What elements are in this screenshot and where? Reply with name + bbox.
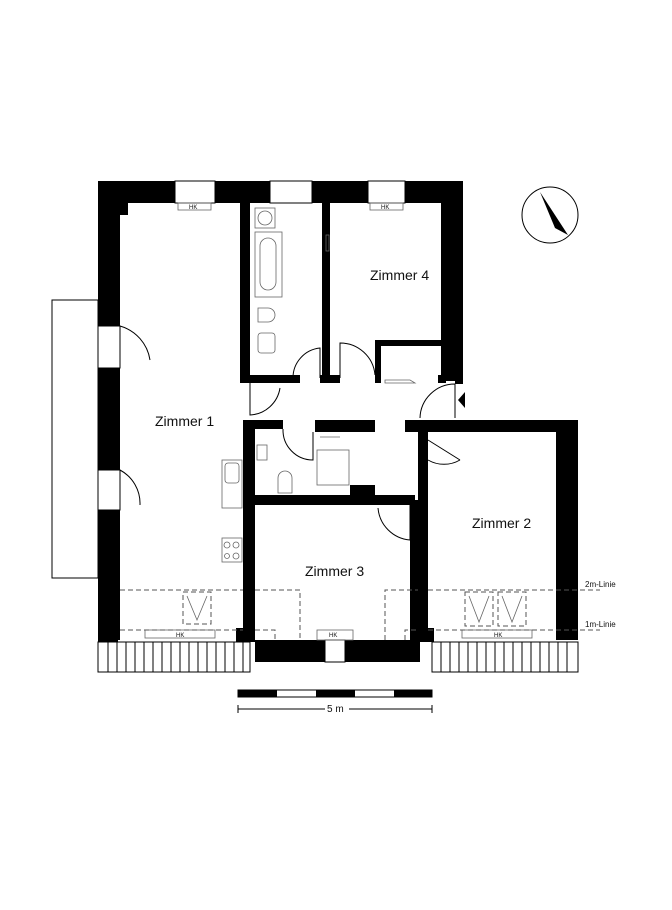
- radiators: HK HK HK HK HK: [144, 202, 533, 641]
- radiator-label: HK: [494, 633, 502, 639]
- two-m-line-label: 2m-Linie: [585, 580, 616, 589]
- threshold: [384, 379, 417, 384]
- height-lines: 2m-Linie 1m-Linie: [120, 580, 616, 640]
- bathroom-fixtures: [221, 207, 350, 563]
- roof-hatching: [97, 641, 579, 673]
- balcony: [51, 299, 99, 579]
- radiator-label: HK: [189, 205, 197, 211]
- radiator-label: HK: [176, 633, 184, 639]
- walls: [98, 181, 578, 662]
- room-label-zimmer-1: Zimmer 1: [155, 413, 214, 429]
- scale-bar: 5 m: [237, 689, 433, 715]
- room-label-zimmer-4: Zimmer 4: [370, 267, 429, 283]
- room-label-zimmer-2: Zimmer 2: [472, 515, 531, 531]
- scale-bar-label: 5 m: [327, 704, 344, 715]
- radiator-label: HK: [381, 205, 389, 211]
- entrance-arrow-icon: [458, 392, 465, 408]
- room-label-zimmer-3: Zimmer 3: [305, 563, 364, 579]
- north-arrow-icon: [521, 186, 579, 244]
- doors: [119, 325, 461, 541]
- one-m-line-label: 1m-Linie: [585, 620, 616, 629]
- radiator-label: HK: [329, 633, 337, 639]
